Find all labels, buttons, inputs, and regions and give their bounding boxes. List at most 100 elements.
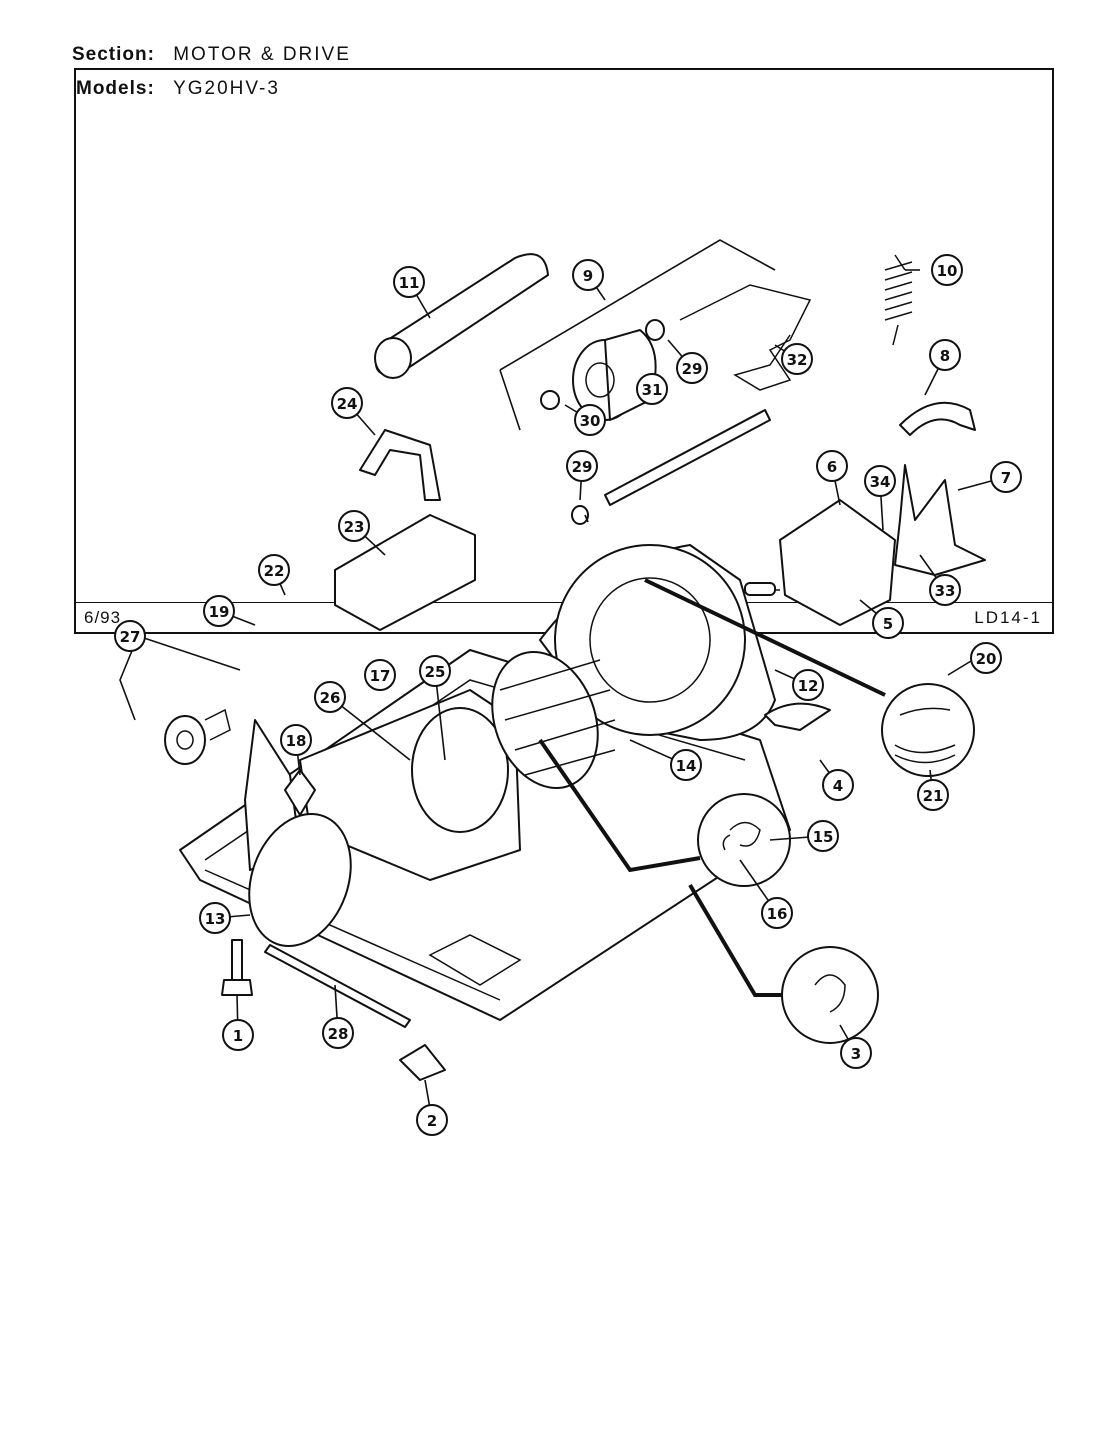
svg-text:13: 13 [205,910,226,928]
idler-spring [884,254,913,346]
svg-text:19: 19 [209,603,230,621]
svg-text:30: 30 [580,412,601,430]
belt-leader-upper [644,578,886,697]
callout-34: 34 [864,465,896,497]
revision-date: 6/93 [84,608,122,627]
idler-arm [679,284,812,391]
callout-21: 21 [917,779,949,811]
callout-27: 27 [114,620,146,652]
callout-32: 32 [781,343,813,375]
blower-wheel [491,651,616,789]
ring-detail-circle [781,946,879,1044]
thermostat [284,769,316,816]
leveling-leg [221,939,253,996]
callout-29-upper: 29 [676,352,708,384]
svg-text:9: 9 [583,267,593,285]
callout-19: 19 [203,595,235,627]
svg-text:14: 14 [676,757,697,775]
ring-leader [688,883,785,997]
idler-pulley [164,708,231,765]
callout-5: 5 [872,607,904,639]
callout-2: 2 [416,1104,448,1136]
callout-23: 23 [338,510,370,542]
page-identifier: LD14-1 [974,608,1042,627]
svg-text:29: 29 [682,360,703,378]
insulation-block [334,514,476,631]
svg-text:12: 12 [798,677,819,695]
callout-15: 15 [807,820,839,852]
callout-17: 17 [364,659,396,691]
section-heading: Section: MOTOR & DRIVE [72,44,351,66]
callout-29-lower: 29 [566,450,598,482]
callout-18: 18 [280,724,312,756]
callout-12: 12 [792,669,824,701]
section-label: Section: [72,44,155,65]
svg-text:23: 23 [344,518,365,536]
callout-14: 14 [670,749,702,781]
svg-text:26: 26 [320,689,341,707]
svg-text:10: 10 [937,262,958,280]
pulley-guard [764,702,831,731]
support-strap [264,944,411,1028]
svg-text:2: 2 [427,1112,437,1130]
clip [399,1044,446,1081]
svg-text:31: 31 [642,381,663,399]
callout-28: 28 [322,1017,354,1049]
callout-3: 3 [840,1037,872,1069]
svg-text:11: 11 [399,274,420,292]
callout-13: 13 [199,902,231,934]
callout-20: 20 [970,642,1002,674]
callout-4: 4 [822,769,854,801]
svg-text:29: 29 [572,458,593,476]
svg-text:22: 22 [264,562,285,580]
section-value: MOTOR & DRIVE [173,44,351,65]
callout-31: 31 [636,373,668,405]
svg-text:5: 5 [883,615,893,633]
svg-text:8: 8 [940,347,950,365]
callout-22: 22 [258,554,290,586]
belt-detail-circle [881,683,975,777]
front-seal [248,813,352,947]
callout-24: 24 [331,387,363,419]
svg-text:24: 24 [337,395,358,413]
callout-33: 33 [929,574,961,606]
svg-text:7: 7 [1001,469,1011,487]
callout-6: 6 [816,450,848,482]
heater-bracket [359,429,441,501]
callout-26: 26 [314,681,346,713]
callout-1: 1 [222,1019,254,1051]
callout-9: 9 [572,259,604,291]
idler-pulley-assembly [540,319,665,525]
callout-11: 11 [393,266,425,298]
svg-text:18: 18 [286,732,307,750]
svg-text:20: 20 [976,650,997,668]
callout-16: 16 [761,897,793,929]
svg-text:27: 27 [120,628,141,646]
callout-8: 8 [929,339,961,371]
svg-text:33: 33 [935,582,956,600]
svg-text:21: 21 [923,787,944,805]
motor-mount [894,464,986,576]
idler-rod [604,409,771,506]
belt-leader-lower [538,738,701,873]
blower-housing [539,544,776,741]
callout-7: 7 [990,461,1022,493]
svg-text:17: 17 [370,667,391,685]
models-heading: Models: YG20HV-3 [76,78,280,100]
svg-text:32: 32 [787,351,808,369]
drive-motor [744,499,896,626]
motor-clamp [899,401,976,436]
svg-text:16: 16 [767,905,788,923]
svg-text:4: 4 [833,777,843,795]
callout-30: 30 [574,404,606,436]
callout-25: 25 [419,655,451,687]
svg-text:1: 1 [233,1027,243,1045]
clip-detail-circle [697,793,791,887]
svg-text:34: 34 [870,473,891,491]
svg-text:28: 28 [328,1025,349,1043]
svg-text:15: 15 [813,828,834,846]
svg-text:25: 25 [425,663,446,681]
svg-text:6: 6 [827,458,837,476]
rear-bulkhead [299,689,521,881]
